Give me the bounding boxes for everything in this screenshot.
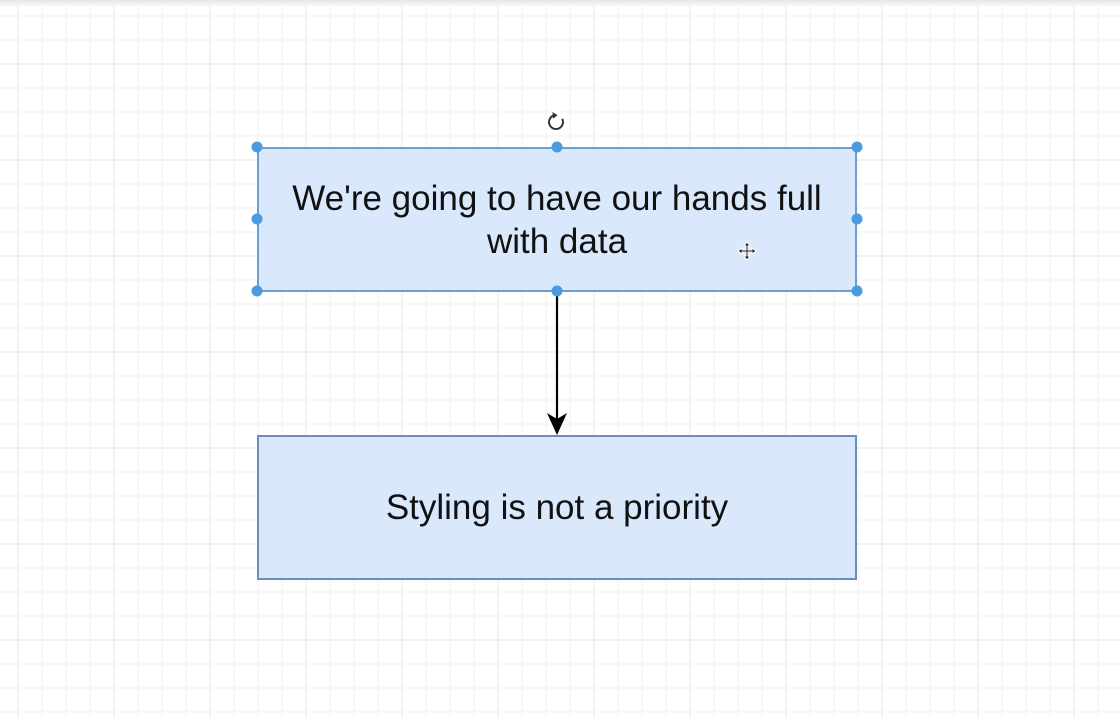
resize-handle-top-right[interactable] [851,141,863,153]
resize-handle-bottom-right[interactable] [851,285,863,297]
node-label: We're going to have our hands full with … [292,178,822,261]
connector-edge[interactable] [547,292,567,435]
node-label: Styling is not a priority [385,488,729,527]
arrowhead-icon [547,413,567,435]
selection-handles [251,141,863,297]
resize-handle-top-left[interactable] [251,141,263,153]
diagram-node-hands-full-with-data[interactable]: We're going to have our hands full with … [257,147,857,292]
resize-handle-bottom-left[interactable] [251,285,263,297]
resize-handle-left[interactable] [251,213,263,225]
resize-handle-bottom[interactable] [551,285,563,297]
canvas-top-border [0,0,1120,6]
diagram-node-styling-not-priority[interactable]: Styling is not a priority [257,435,857,580]
resize-handle-top[interactable] [551,141,563,153]
resize-handle-right[interactable] [851,213,863,225]
rotate-icon[interactable] [545,111,567,133]
